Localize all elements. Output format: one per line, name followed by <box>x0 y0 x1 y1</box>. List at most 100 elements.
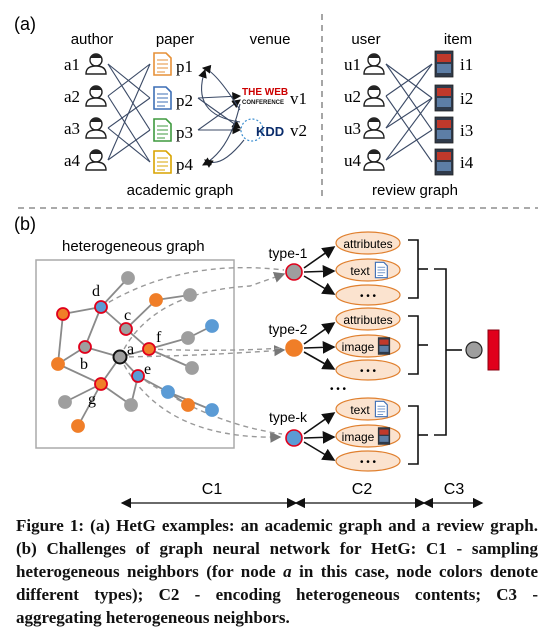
user-u1-label: u1 <box>344 55 361 74</box>
item-list: i1 i2 i3 i4 <box>434 50 474 176</box>
type-1-content-1: attributes <box>343 237 392 251</box>
person-icon <box>363 149 385 171</box>
author-a2: a2 <box>64 85 107 107</box>
type-2-content-1: attributes <box>343 313 392 327</box>
graph-box <box>35 259 235 449</box>
user-header: user <box>351 31 380 48</box>
graph-node-g <box>94 377 108 391</box>
document-icon <box>374 261 388 279</box>
movie-poster-icon <box>434 116 454 144</box>
paper-list: p1 p2 p3 p4 <box>153 52 194 174</box>
type-2-content-2: image <box>342 340 375 354</box>
graph-node <box>51 357 65 371</box>
author-paper-edges <box>107 63 151 163</box>
panel-b-label: (b) <box>14 214 36 234</box>
node-f-label: f <box>156 329 162 346</box>
aggregated-node <box>465 341 483 359</box>
graph-node <box>56 307 70 321</box>
caption-part-1: Figure 1: (a) HetG examples: an academic… <box>16 516 538 581</box>
graph-nodes <box>51 271 219 433</box>
graph-node <box>205 403 219 417</box>
more-oval <box>335 359 401 381</box>
node-labels: d c f a b e g <box>80 283 162 408</box>
author-header: author <box>71 31 114 48</box>
node-d-label: d <box>92 283 100 300</box>
type-1-row: type-1 attributes text • • • <box>269 231 401 306</box>
node-a-label: a <box>127 341 134 358</box>
person-icon <box>363 53 385 75</box>
graph-node <box>161 385 175 399</box>
sampling-paths <box>100 266 286 443</box>
type-2-content-3: • • • <box>360 366 377 377</box>
document-icon <box>153 52 172 76</box>
graph-node-f <box>142 342 156 356</box>
user-u3-label: u3 <box>344 119 361 138</box>
document-icon <box>153 118 172 142</box>
item-i1-label: i1 <box>460 55 473 74</box>
attributes-oval <box>335 231 401 255</box>
item-i2-label: i2 <box>460 89 473 108</box>
type-k-content-3: • • • <box>360 457 377 468</box>
type-1-content-2: text <box>350 264 370 278</box>
type-k-content-2: image <box>342 430 375 444</box>
author-a1: a1 <box>64 53 107 75</box>
more-oval <box>335 450 401 472</box>
graph-node <box>58 395 72 409</box>
user-u4-label: u4 <box>344 151 362 170</box>
graph-node <box>181 331 195 345</box>
person-icon <box>363 117 385 139</box>
embedding-bar <box>487 329 500 371</box>
item-header: item <box>444 31 472 48</box>
graph-node <box>149 293 163 307</box>
author-list: a1 a2 a3 a4 <box>64 53 107 171</box>
person-icon <box>85 117 107 139</box>
item-i4-label: i4 <box>460 153 474 172</box>
review-graph-caption: review graph <box>372 182 458 199</box>
attributes-oval <box>335 307 401 331</box>
node-c-label: c <box>124 307 131 324</box>
user-item-edges <box>385 63 433 163</box>
graph-node <box>183 288 197 302</box>
item-i3-label: i3 <box>460 121 473 140</box>
type-1-arrows <box>303 246 336 295</box>
person-icon <box>363 85 385 107</box>
type-k-label: type-k <box>269 409 308 425</box>
paper-p1-label: p1 <box>176 57 193 76</box>
movie-poster-icon <box>377 337 391 355</box>
type-2-label: type-2 <box>269 321 308 337</box>
heterogeneous-graph-title: heterogeneous graph <box>62 238 205 255</box>
section-c2-label: C2 <box>352 481 373 498</box>
type-k-row: type-k text image • • • <box>269 397 401 472</box>
type-k-arrows <box>303 412 336 461</box>
graph-node <box>124 398 138 412</box>
paper-p2-label: p2 <box>176 91 193 110</box>
more-types-ellipsis: • • • <box>330 384 347 395</box>
paper-p3-label: p3 <box>176 123 193 142</box>
venue-header: venue <box>250 31 291 48</box>
graph-node <box>185 361 199 375</box>
type-1-node <box>285 263 303 281</box>
academic-graph-caption: academic graph <box>127 182 234 199</box>
movie-poster-icon <box>434 148 454 176</box>
venue-kdd: KDD v2 <box>240 118 307 142</box>
type-2-arrows <box>303 322 336 370</box>
movie-poster-icon <box>377 427 391 445</box>
paper-p4-label: p4 <box>176 155 194 174</box>
user-list: u1 u2 u3 u4 <box>344 53 385 171</box>
graph-node-d <box>94 300 108 314</box>
movie-poster-icon <box>434 84 454 112</box>
paper-header: paper <box>156 31 194 48</box>
venue-v1-label: v1 <box>290 89 307 108</box>
panel-a-label: (a) <box>14 14 36 34</box>
person-icon <box>85 53 107 75</box>
person-icon <box>85 149 107 171</box>
type-1-label: type-1 <box>269 245 308 261</box>
movie-poster-icon <box>434 50 454 78</box>
type-2-node <box>285 339 303 357</box>
graph-node <box>71 419 85 433</box>
venue-www: THE WEB CONFERENCE v1 <box>242 87 307 108</box>
type-k-content-1: text <box>350 403 370 417</box>
person-icon <box>85 85 107 107</box>
type-1-content-3: • • • <box>360 291 377 302</box>
document-icon <box>374 400 388 418</box>
